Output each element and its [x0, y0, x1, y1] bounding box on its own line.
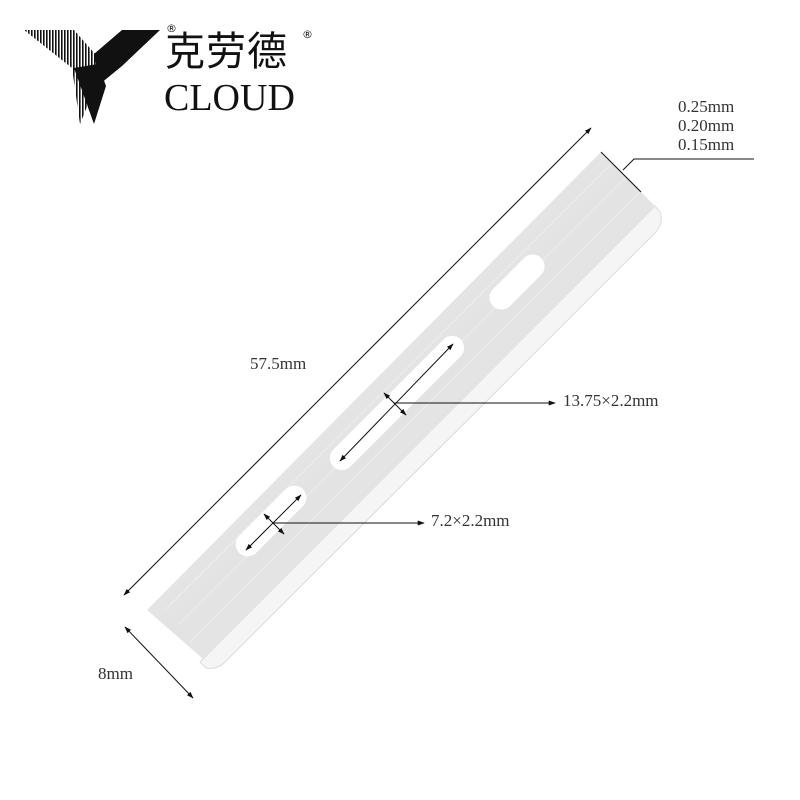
length-label: 57.5mm [250, 354, 307, 373]
logo-mark-icon [24, 30, 160, 124]
brand-name-english: CLOUD [164, 77, 295, 119]
short-slot-label: 7.2×2.2mm [431, 511, 510, 530]
thickness-option: 0.15mm [678, 135, 735, 154]
registered-mark: ® [166, 22, 177, 35]
thickness-option: 0.25mm [678, 97, 735, 116]
blade-edge-bevel [199, 205, 662, 669]
long-slot-label: 13.75×2.2mm [563, 391, 659, 410]
short-slot-width-arrow [263, 513, 285, 535]
width-dimension-line [124, 626, 194, 699]
brand-name-chinese: 克劳德 [165, 29, 288, 75]
thickness-option: 0.20mm [678, 116, 735, 135]
registered-mark: ® [302, 28, 313, 41]
thickness-leader [622, 158, 754, 171]
long-slot-width-arrow [383, 392, 407, 416]
thickness-label-group: 0.25mm 0.20mm 0.15mm [678, 97, 734, 154]
width-label: 8mm [98, 664, 133, 683]
brand-logo: ® ® 克劳德 CLOUD [22, 22, 322, 134]
